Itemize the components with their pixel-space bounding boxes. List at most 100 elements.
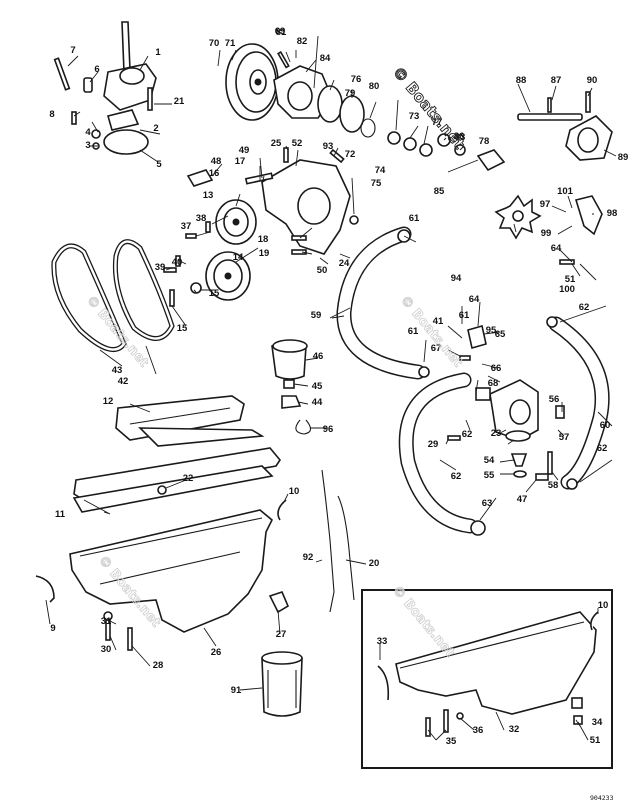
callout-69: 69 (275, 26, 286, 37)
callout-101: 101 (557, 186, 574, 197)
gasket-strip (138, 427, 265, 447)
callout-57: 57 (559, 432, 570, 443)
bolt-41 (163, 267, 177, 273)
callout-27: 27 (276, 629, 287, 640)
callout-10: 10 (289, 486, 300, 497)
callout-31: 31 (101, 616, 112, 627)
inset-seal-10 (590, 611, 599, 631)
callout-97: 97 (540, 199, 551, 210)
callout-18: 18 (258, 234, 269, 245)
bolt-40 (205, 221, 211, 233)
callout-66: 66 (491, 363, 502, 374)
callout-16: 16 (209, 168, 220, 179)
washer (91, 129, 101, 139)
stud (277, 50, 290, 69)
bolt-52 (559, 259, 575, 265)
shaft-retainer (83, 77, 93, 93)
bolt-17 (169, 289, 175, 307)
callout-labels: 1234567891010111213141515161718192021222… (49, 26, 628, 747)
bolt-21 (291, 249, 307, 255)
callout-50: 50 (317, 265, 328, 276)
clamp-62d (566, 478, 578, 490)
adapter-47 (283, 379, 295, 389)
callout-65: 65 (495, 329, 506, 340)
washer-38 (456, 712, 464, 720)
callout-40: 40 (172, 257, 183, 268)
cam (476, 149, 506, 172)
callout-80: 80 (369, 81, 380, 92)
callout-62: 62 (451, 471, 462, 482)
watermark: © Boats.net (389, 63, 468, 153)
callout-3: 3 (85, 140, 90, 151)
callout-89: 89 (618, 152, 629, 163)
callout-74: 74 (375, 165, 386, 176)
gasket-11-lower (72, 465, 274, 513)
oil-pan-28 (69, 509, 273, 633)
callout-70: 70 (209, 38, 220, 49)
bracket-50 (186, 169, 214, 187)
oil-screen (103, 129, 149, 155)
callout-86: 86 (454, 131, 465, 142)
callout-6: 6 (94, 64, 99, 75)
callout-15: 15 (209, 288, 220, 299)
callout-61: 61 (409, 213, 420, 224)
watermark-faint-4: © Boats.net (389, 583, 457, 660)
oil-filter-parts (261, 339, 312, 717)
callout-98: 98 (607, 208, 618, 219)
pin-60 (547, 451, 553, 475)
callout-54: 54 (484, 455, 495, 466)
callout-45: 45 (312, 381, 323, 392)
nut-46 (281, 395, 302, 409)
callout-64: 64 (469, 294, 480, 305)
gasket-plate (339, 95, 365, 133)
callout-87: 87 (551, 75, 562, 86)
callout-62: 62 (462, 429, 473, 440)
callout-44: 44 (312, 397, 323, 408)
callout-2: 2 (153, 123, 158, 134)
nut-24 (157, 485, 167, 495)
oil-pump-assembly (53, 21, 157, 155)
drawing-number: 904233 (590, 794, 614, 802)
bolt-37a (425, 717, 431, 737)
clip-49 (535, 473, 549, 481)
pump-shaft (53, 57, 71, 91)
seal (387, 131, 401, 145)
pin (71, 111, 77, 125)
plug-36 (571, 697, 583, 709)
bolt-31 (447, 435, 461, 441)
callout-48: 48 (211, 156, 222, 167)
callout-61: 61 (459, 310, 470, 321)
pickup-tube (121, 21, 131, 74)
o-ring (360, 118, 376, 138)
callout-94: 94 (451, 273, 462, 284)
callout-84: 84 (320, 53, 331, 64)
callout-7: 7 (70, 45, 75, 56)
leader-lines (45, 35, 617, 741)
callout-39: 39 (155, 262, 166, 273)
callout-28: 28 (153, 660, 164, 671)
drain-plug-29 (268, 591, 290, 614)
callout-58: 58 (548, 480, 559, 491)
oil-pan-group (35, 469, 355, 651)
bearing (403, 137, 417, 151)
callout-72: 72 (345, 149, 356, 160)
dipstick-tube-22 (337, 495, 355, 601)
callout-4: 4 (85, 127, 91, 138)
circulating-pump-group (185, 147, 359, 301)
callout-17: 17 (235, 156, 246, 167)
callout-90: 90 (587, 75, 598, 86)
clamp-64 (470, 520, 486, 536)
callout-47: 47 (517, 494, 528, 505)
pin-27 (283, 147, 289, 163)
callout-55: 55 (484, 470, 495, 481)
bolt-70 (459, 355, 471, 361)
callout-21: 21 (174, 96, 185, 107)
callout-62: 62 (597, 443, 608, 454)
washer-b (419, 143, 433, 157)
bolt-51 (244, 172, 274, 185)
bolt-30 (127, 627, 133, 651)
inset-oil-pan (361, 589, 613, 769)
callout-8: 8 (49, 109, 54, 120)
callout-82: 82 (297, 36, 308, 47)
